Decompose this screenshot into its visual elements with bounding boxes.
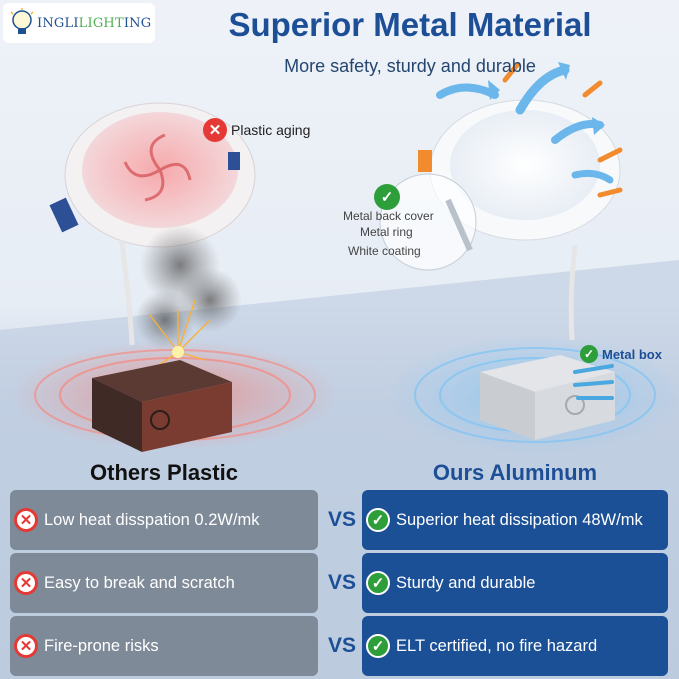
metal-ring-callout: Metal ring [360, 225, 413, 239]
x-icon: ✕ [203, 118, 227, 142]
comparison-row-right: ✓ Superior heat dissipation 48W/mk [362, 490, 668, 550]
metal-junction-box [480, 355, 615, 440]
page-subtitle: More safety, sturdy and durable [284, 56, 536, 76]
check-icon: ✓ [366, 571, 390, 595]
check-icon: ✓ [366, 508, 390, 532]
x-icon: ✕ [14, 634, 38, 658]
vs-label: VS [327, 571, 356, 594]
comparison-row-left: ✕ Easy to break and scratch [10, 553, 318, 613]
metal-back-cover-callout: Metal back cover [343, 209, 434, 223]
comparison-row-left: ✕ Fire-prone risks [10, 616, 318, 676]
brand-logo: INGLILIGHTING [3, 3, 155, 43]
check-icon: ✓ [580, 345, 598, 363]
plastic-junction-box [92, 360, 232, 452]
plastic-aging-label: Plastic aging [231, 122, 311, 138]
page-title: Superior Metal Material [228, 6, 592, 43]
vs-label: VS [327, 634, 356, 657]
plastic-aging-callout: ✕ Plastic aging [203, 118, 310, 142]
check-icon: ✓ [366, 634, 390, 658]
left-column-title: Others Plastic [90, 460, 238, 485]
heat-flow-arrows [436, 62, 623, 198]
lightbulb-icon [10, 8, 34, 34]
check-icon: ✓ [374, 184, 400, 210]
detail-zoom-circle [379, 173, 477, 271]
comparison-row-right: ✓ Sturdy and durable [362, 553, 668, 613]
comparison-row-right: ✓ ELT certified, no fire hazard [362, 616, 668, 676]
right-column-title: Ours Aluminum [432, 460, 598, 485]
x-icon: ✕ [14, 571, 38, 595]
vs-label: VS [327, 508, 356, 531]
comparison-row-left: ✕ Low heat disspation 0.2W/mk [10, 490, 318, 550]
x-icon: ✕ [14, 508, 38, 532]
smoke-and-sparks [135, 225, 242, 369]
brand-logo-text: INGLILIGHTING [37, 15, 152, 31]
metal-box-callout: ✓ Metal box [580, 345, 662, 363]
white-coating-callout: White coating [348, 244, 421, 258]
